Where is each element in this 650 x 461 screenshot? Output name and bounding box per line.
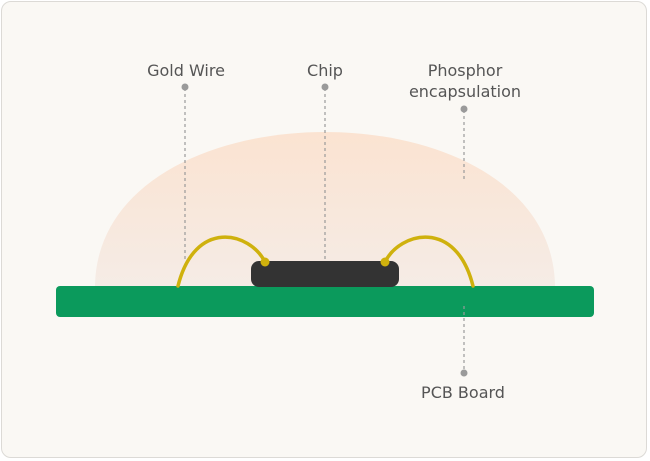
gold-wire-left [176, 235, 267, 288]
chip-leader-dot [321, 83, 329, 91]
gold-wire-leader-dot [181, 83, 189, 91]
phosphor-label-line1: Phosphor [428, 61, 503, 80]
gold-wire-label: Gold Wire [147, 61, 225, 80]
bond-dot-left [260, 257, 270, 267]
phosphor-leader-dot [460, 105, 468, 113]
phosphor-label-line2: encapsulation [409, 82, 521, 101]
pcb-board [56, 286, 594, 317]
pcb-board-label: PCB Board [421, 383, 505, 402]
pcb-leader-dot [460, 369, 468, 377]
chip [251, 261, 399, 287]
chip-label: Chip [307, 61, 343, 80]
bond-dot-right [380, 257, 390, 267]
gold-wire-right [383, 235, 475, 288]
